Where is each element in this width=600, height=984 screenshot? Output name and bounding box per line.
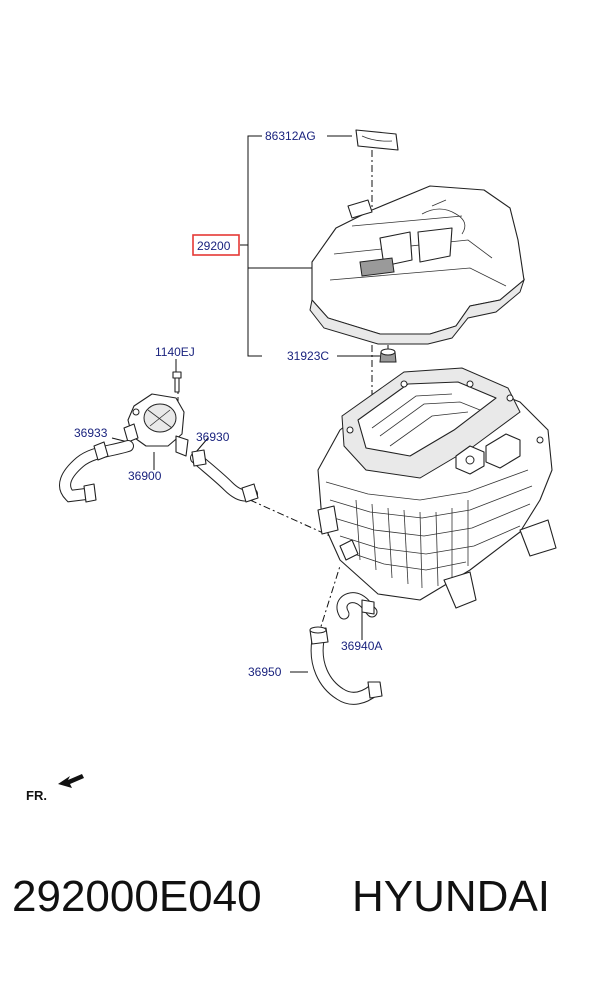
front-label: FR. xyxy=(26,788,47,803)
label-36940a[interactable]: 36940A xyxy=(341,639,382,653)
front-arrow-icon xyxy=(58,774,84,788)
part-labels: 86312AG 29200 31923C 1140EJ 36933 36930 … xyxy=(74,129,382,679)
label-36950[interactable]: 36950 xyxy=(248,665,282,679)
emblem-part xyxy=(355,129,399,151)
label-36933[interactable]: 36933 xyxy=(74,426,108,440)
brand-name: HYUNDAI xyxy=(352,872,551,921)
label-86312ag[interactable]: 86312AG xyxy=(265,129,316,143)
label-31923c[interactable]: 31923C xyxy=(287,349,329,363)
highlight-box xyxy=(192,234,240,256)
label-29200[interactable]: 29200 xyxy=(197,239,231,253)
hose-lower-small-part xyxy=(336,592,378,620)
grommet-part xyxy=(379,348,397,363)
hose-right-part xyxy=(190,449,259,503)
motor-cover-part xyxy=(309,185,526,345)
inverter-assembly xyxy=(317,367,557,609)
bolt-part xyxy=(172,371,182,393)
label-36900[interactable]: 36900 xyxy=(128,469,162,483)
front-marker: FR. xyxy=(26,774,84,803)
part-number: 292000E040 xyxy=(12,872,262,921)
hose-lower-part xyxy=(309,626,383,705)
label-1140ej[interactable]: 1140EJ xyxy=(155,345,195,359)
water-pump-part xyxy=(123,393,189,457)
footer: 292000E040 HYUNDAI xyxy=(0,872,600,942)
label-36930[interactable]: 36930 xyxy=(196,430,230,444)
leader-lines xyxy=(111,135,380,673)
parts-diagram: 86312AG 29200 31923C 1140EJ 36933 36930 … xyxy=(26,129,557,803)
hose-left-part xyxy=(59,440,134,503)
